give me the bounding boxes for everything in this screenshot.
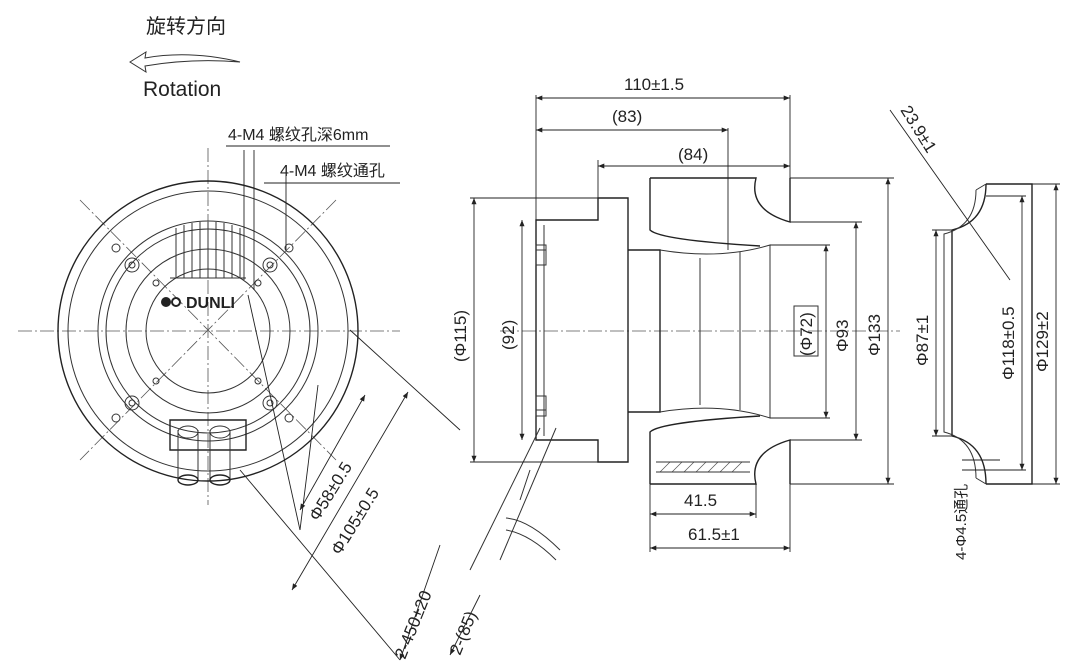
dim-width-84: (84) — [678, 145, 708, 164]
dim-width-83: (83) — [612, 107, 642, 126]
dim-holes: 4-Φ4.5通孔 — [953, 484, 970, 560]
dim-d72-box — [793, 305, 819, 357]
logo-mark-icon — [161, 297, 171, 307]
logo-text: DUNLI — [186, 295, 235, 312]
rotation-label-cn: 旋转方向 — [146, 15, 226, 38]
dim-width-total: 110±1.5 — [624, 75, 684, 94]
mounting-holes — [111, 243, 294, 423]
rotation-arrow-icon — [129, 50, 241, 74]
label-m4-hole-depth: 4-M4 螺纹孔深6mm — [228, 126, 368, 144]
cable-gland — [169, 419, 247, 486]
dim-d133: Φ133 — [865, 314, 884, 356]
ring-view: 23.9±1 Φ87±1 Φ118±0.5 Φ129±2 4-Φ4.5通孔 — [889, 102, 1060, 560]
front-ribs — [170, 222, 246, 279]
dim-d115: (Φ115) — [451, 310, 470, 362]
side-view: 110±1.5 (83) (84) (Φ115) (92) (Φ72) Φ93 … — [451, 75, 900, 571]
dim-cable-strip: 2-(85) — [446, 608, 481, 657]
dim-d118: Φ118±0.5 — [999, 306, 1018, 380]
dim-d93: Φ93 — [833, 320, 852, 352]
dim-d87: Φ87±1 — [913, 315, 932, 366]
brand-logo: DUNLI — [161, 295, 235, 312]
rotation-indicator: 旋转方向 Rotation — [129, 15, 241, 101]
front-view: DUNLI 4-M4 螺纹孔深6mm 4-M4 螺纹通孔 Φ58±0.5 Φ10… — [18, 126, 481, 661]
label-m4-through-hole: 4-M4 螺纹通孔 — [280, 162, 385, 180]
dim-d129: Φ129±2 — [1033, 311, 1052, 372]
dim-cable-length: 2-450±20 — [391, 588, 435, 662]
dim-61-5: 61.5±1 — [688, 525, 740, 544]
rotation-label-en: Rotation — [143, 78, 221, 101]
dim-d72: (Φ72) — [797, 312, 816, 356]
dim-92: (92) — [499, 320, 518, 350]
dim-41-5: 41.5 — [684, 491, 717, 510]
bottom-flange-hatch — [656, 461, 750, 473]
